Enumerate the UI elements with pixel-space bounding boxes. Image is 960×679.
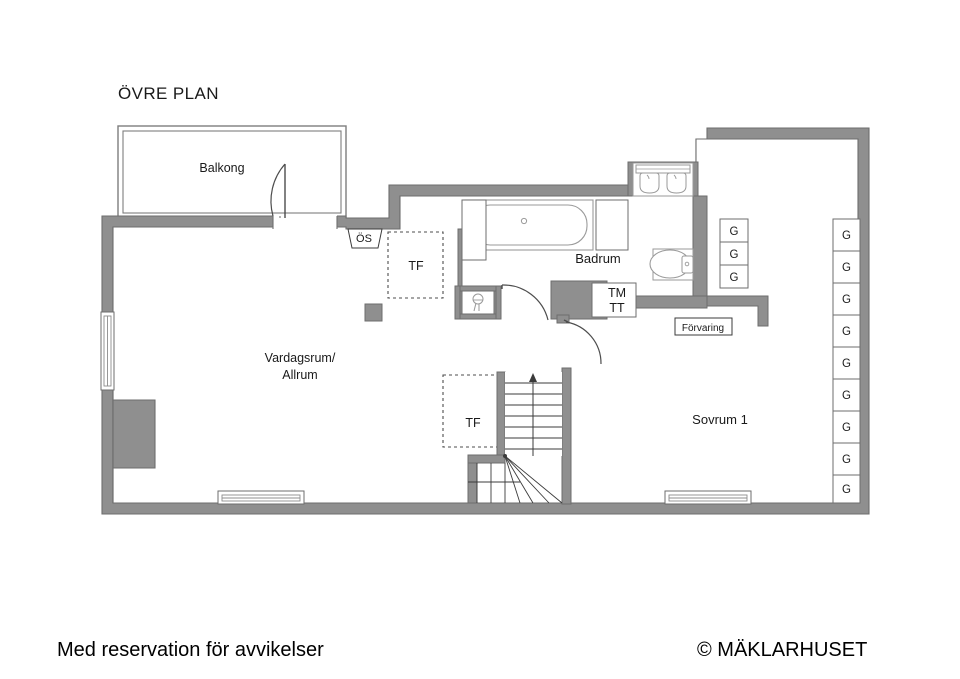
wall-protrusion-left [112, 390, 156, 503]
tag-label-tf-1: TF [408, 259, 424, 273]
staircase [467, 367, 572, 505]
closet-label-right-3: G [842, 294, 851, 306]
closet-label-right-4: G [842, 326, 851, 338]
balcony-door [270, 163, 338, 230]
window-left [100, 311, 115, 391]
tag-label-tt: TT [609, 301, 625, 315]
room-label-badrum: Badrum [575, 251, 621, 266]
room-label-balkong: Balkong [199, 161, 244, 175]
closet-label-right-1: G [842, 230, 851, 242]
closet-group-right [832, 218, 861, 504]
room-label-allrum: Allrum [282, 368, 317, 382]
window-bottom-right [664, 490, 752, 505]
closet-label-right-9: G [842, 484, 851, 496]
os-fixture-tag [347, 228, 383, 249]
room-label-vardagsrum: Vardagsrum/ [265, 351, 336, 365]
closet-label-right-7: G [842, 422, 851, 434]
tag-label-tm: TM [608, 286, 626, 300]
double-sink-fixture [632, 162, 694, 197]
closet-group-left [719, 218, 749, 289]
page-title: ÖVRE PLAN [118, 84, 219, 103]
footer-copyright: © MÄKLARHUSET [697, 639, 868, 661]
closet-label-left-3: G [730, 272, 739, 284]
closet-label-right-8: G [842, 454, 851, 466]
room-label-sovrum1: Sovrum 1 [692, 412, 748, 427]
closet-label-right-2: G [842, 262, 851, 274]
forvaring-tag-box [674, 317, 733, 336]
bathroom-door [501, 284, 549, 321]
bathroom-cabinet [595, 199, 629, 251]
tag-label-tf-2: TF [465, 416, 481, 430]
column-marker [364, 303, 383, 322]
balcony-outline [117, 125, 347, 219]
toilet-fixture [649, 248, 694, 281]
window-bottom-left [217, 490, 305, 505]
footer-disclaimer: Med reservation för avvikelser [57, 639, 324, 661]
wc-small-fixture [472, 293, 484, 312]
closet-label-right-6: G [842, 390, 851, 402]
storage-partition-wall [706, 295, 769, 327]
stair-door [563, 319, 602, 365]
tag-label-forvaring: Förvaring [682, 323, 724, 334]
laundry-machines [550, 280, 637, 324]
bathroom-narrow-cabinet [461, 199, 487, 261]
closet-label-right-5: G [842, 358, 851, 370]
tag-label-os: ÖS [356, 233, 372, 245]
closet-label-left-2: G [730, 249, 739, 261]
closet-label-left-1: G [730, 226, 739, 238]
